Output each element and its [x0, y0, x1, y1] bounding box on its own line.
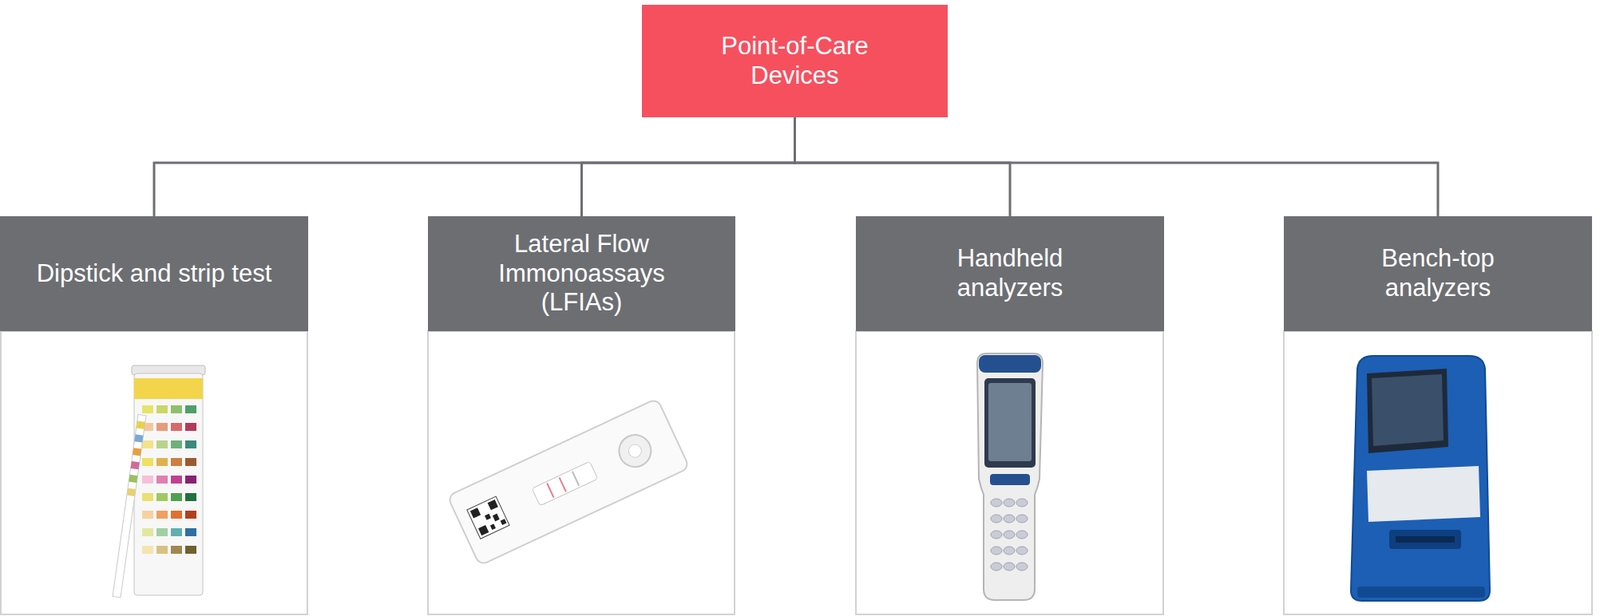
handheld-analyzer: [977, 353, 1043, 601]
node-label: Point-of-Care Devices: [687, 31, 903, 91]
dipstick-tube: [112, 365, 206, 599]
image-panel: [427, 331, 735, 615]
tree-connector: [154, 117, 796, 217]
image-panel: [0, 331, 308, 615]
image-panel: [1283, 331, 1593, 615]
bench-top-analyzer: [1350, 356, 1490, 602]
image-panel: [855, 331, 1164, 615]
tree-connector: [795, 117, 1439, 217]
tube-label: [134, 378, 203, 400]
root-box: Point-of-Care Devices: [641, 4, 948, 118]
category-header: Handheld analyzers: [855, 216, 1165, 332]
category-header: Dipstick and strip test: [0, 216, 309, 332]
node-label: Handheld analyzers: [924, 244, 1097, 303]
node-label: Dipstick and strip test: [36, 259, 273, 290]
node-label: Lateral Flow Immonoassays (LFIAs): [462, 229, 702, 318]
tube-body: [134, 373, 203, 596]
lateral-flow-cassette: [447, 398, 690, 567]
tree-connector: [795, 117, 1011, 217]
category-header: Bench-top analyzers: [1283, 216, 1593, 332]
node-label: Bench-top analyzers: [1346, 244, 1530, 303]
color-chart: [142, 405, 197, 555]
test-strip: [112, 415, 147, 599]
tree-connector: [582, 117, 796, 217]
category-header: Lateral Flow Immonoassays (LFIAs): [427, 216, 736, 332]
